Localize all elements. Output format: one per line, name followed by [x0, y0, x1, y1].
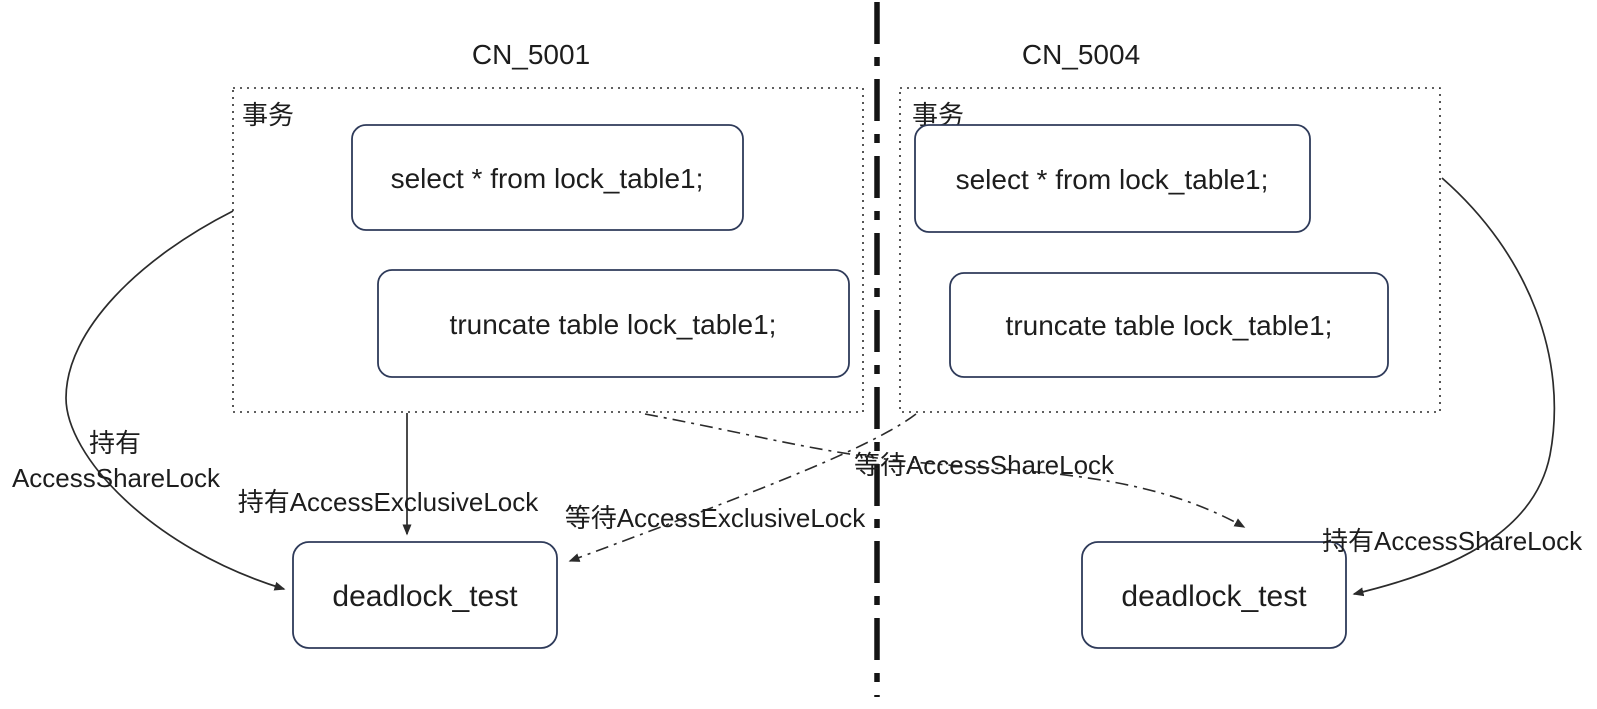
deadlock-node-left [292, 541, 558, 649]
select-statement-right: select * from lock_table1; [956, 164, 1269, 195]
truncate-statement-left: truncate table lock_table1; [450, 309, 777, 340]
panel-title-right: CN_5004 [1022, 39, 1140, 70]
edge-hold-sharelock-left [65, 210, 286, 591]
edge-label-hold-sharelock-left-line1: 持有 [89, 428, 141, 458]
edge-label-wait-exclusivelock: 等待AccessExclusiveLock [565, 503, 867, 533]
edge-wait-sharelock [644, 413, 1246, 528]
truncate-statement-box-right [949, 272, 1389, 378]
deadlock-node-label-right: deadlock_test [1121, 580, 1307, 613]
edge-wait-exclusivelock [568, 413, 917, 562]
select-statement-left: select * from lock_table1; [391, 163, 704, 194]
edge-label-wait-sharelock: 等待AccessShareLock [854, 450, 1115, 480]
deadlock-node-label-left: deadlock_test [332, 580, 518, 613]
panel-title-left: CN_5001 [472, 39, 590, 70]
truncate-statement-box-left [377, 269, 850, 378]
transaction-label-left: 事务 [242, 100, 294, 130]
transaction-box-right [899, 87, 1441, 413]
edge-label-hold-exclusivelock: 持有AccessExclusiveLock [238, 487, 540, 517]
edge-hold-sharelock-right [1352, 177, 1556, 597]
select-statement-box-left [351, 124, 744, 231]
select-statement-box-right [914, 124, 1311, 233]
truncate-statement-right: truncate table lock_table1; [1006, 310, 1333, 341]
deadlock-node-right [1081, 541, 1347, 649]
edge-label-hold-sharelock-right: 持有AccessShareLock [1322, 526, 1583, 556]
edge-label-hold-sharelock-left-line2: AccessShareLock [12, 463, 221, 493]
transaction-box-left [232, 87, 864, 413]
